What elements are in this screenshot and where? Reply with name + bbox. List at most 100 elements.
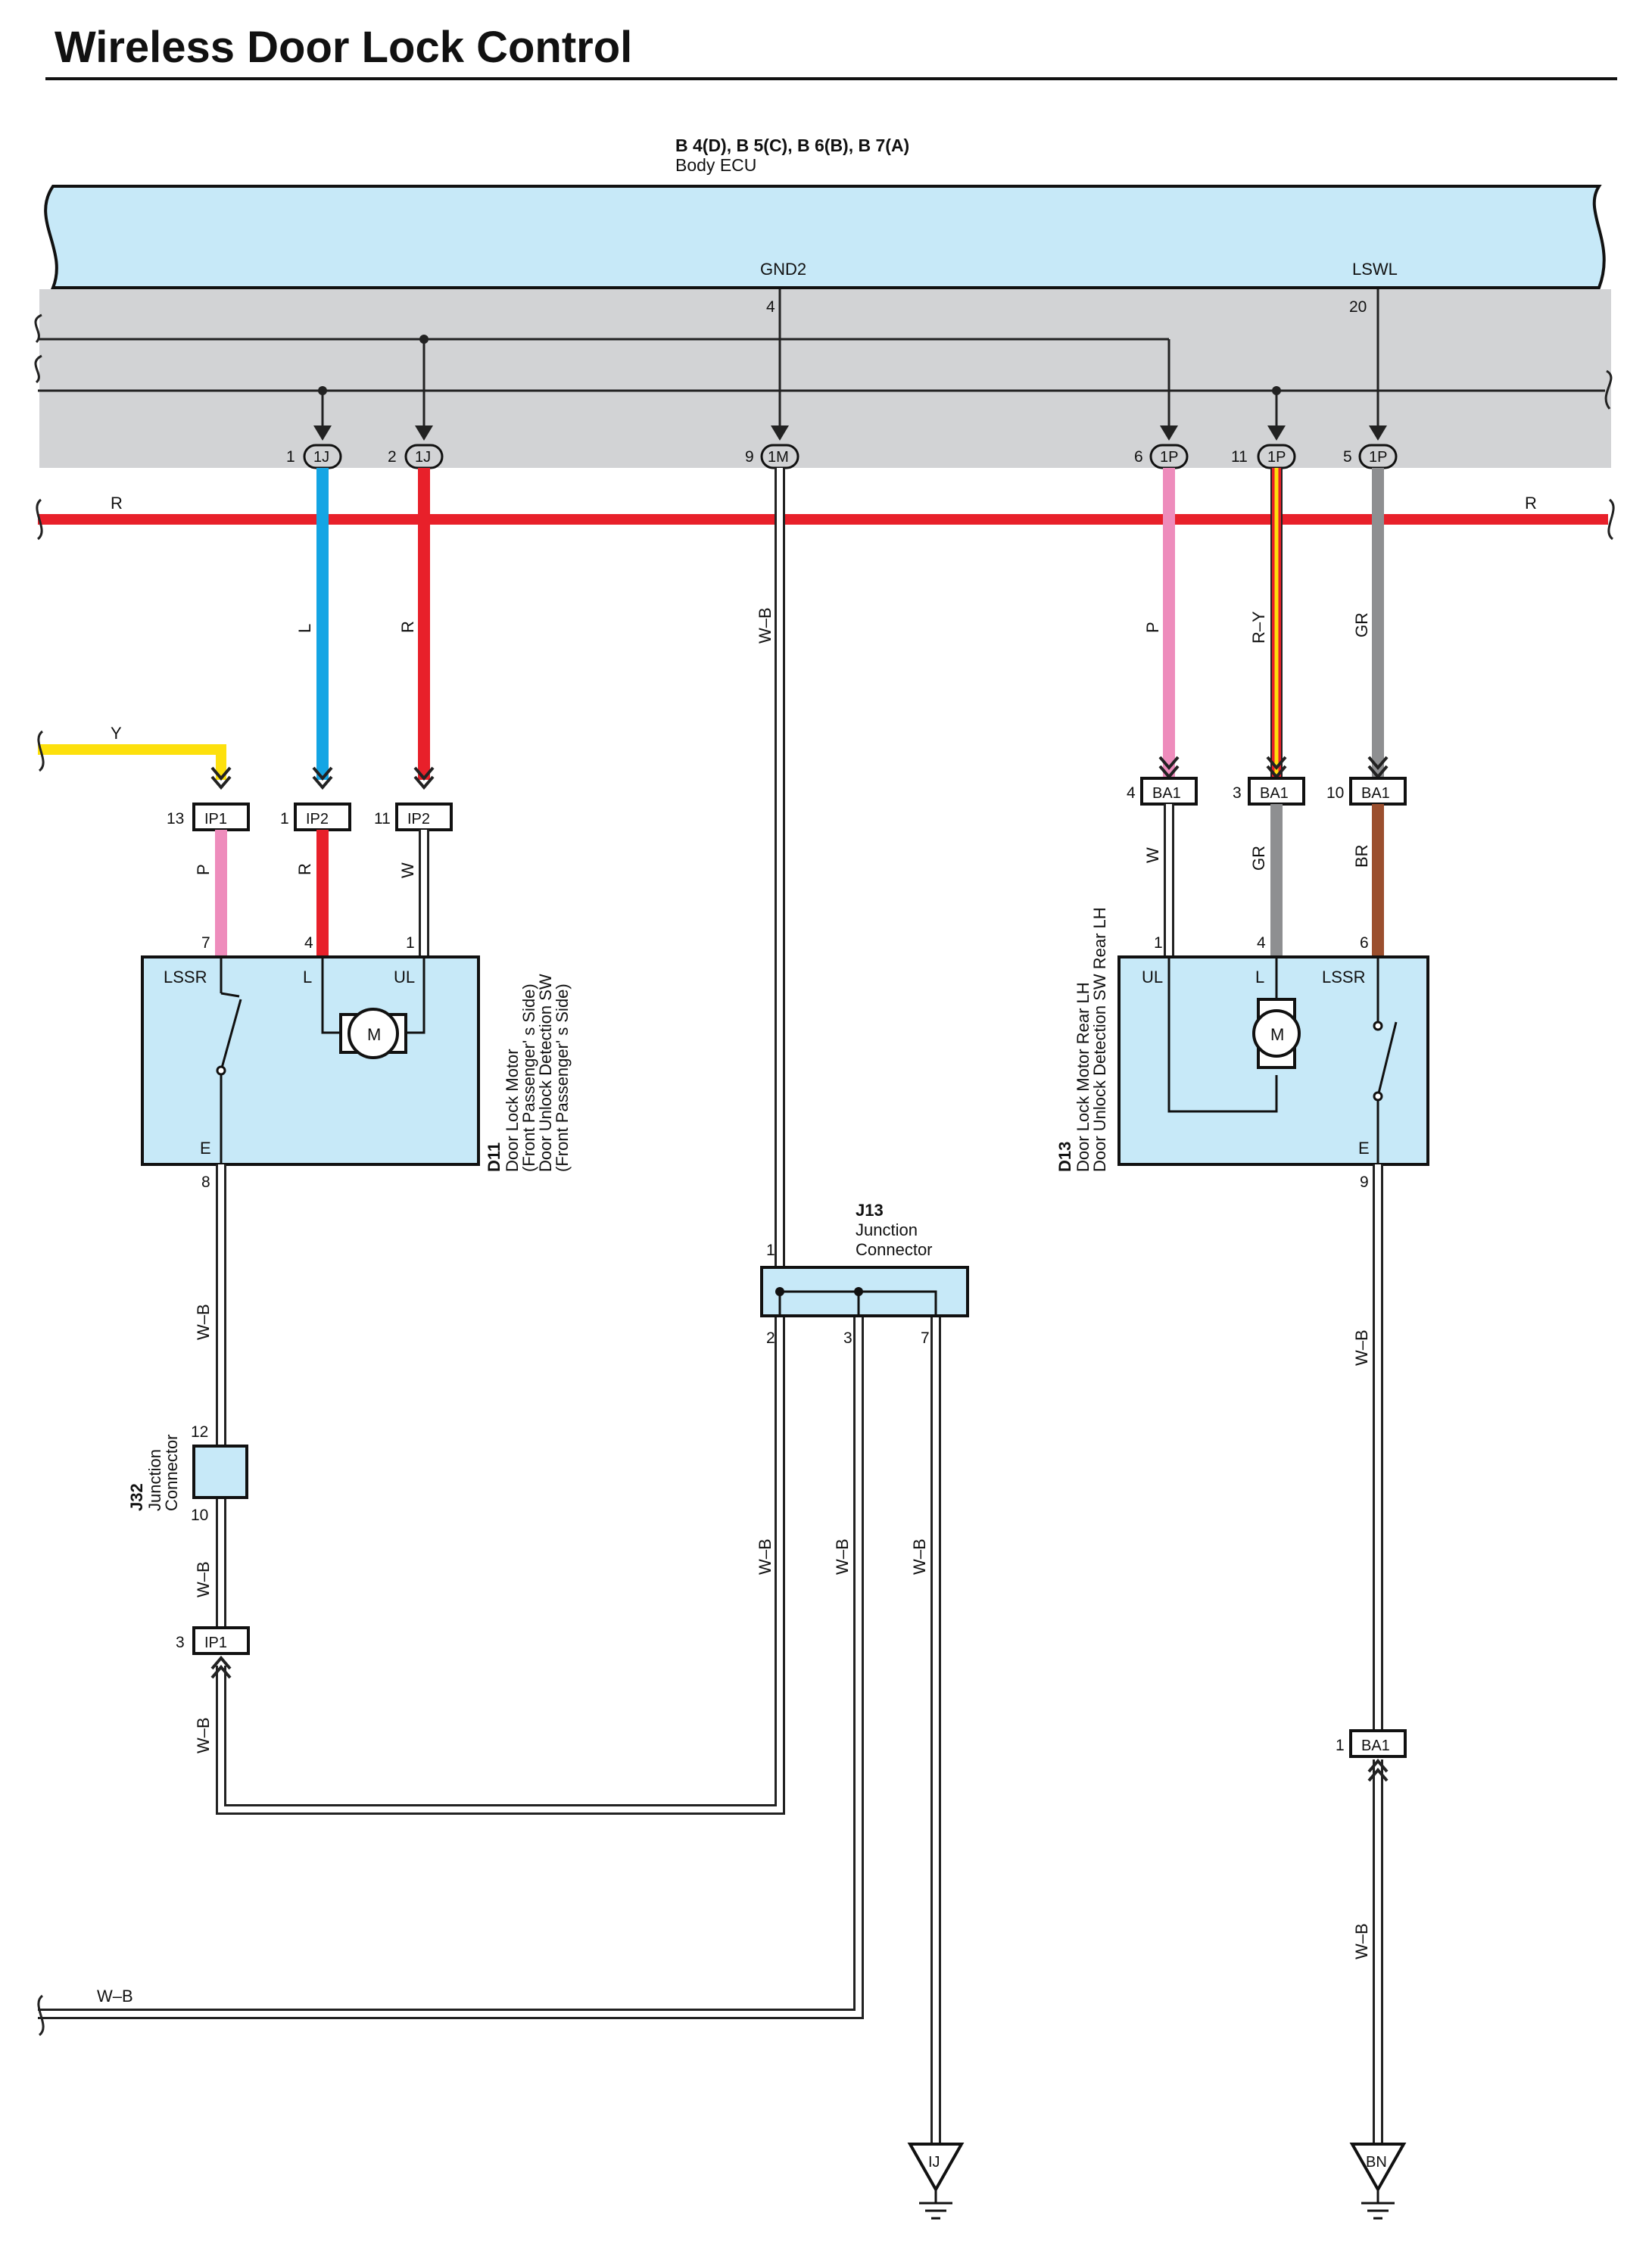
j13-component xyxy=(760,1266,969,1317)
wires-to-d11 xyxy=(215,830,429,957)
wire-label-GR: GR xyxy=(1352,612,1371,637)
d13-terminal-labels: UL L LSSR E 1 4 6 9 xyxy=(1142,934,1370,1191)
wire-label-WB-9: W–B xyxy=(97,1987,133,2006)
j13-labels: J13 Junction Connector 1 2 3 7 xyxy=(766,1201,933,1347)
inline-connector-labels-top: 13 IP1 1 IP2 11 IP2 4 BA1 3 BA1 10 BA1 xyxy=(167,784,1390,828)
d11-desc4: (Front Passenger' s Side) xyxy=(553,983,572,1172)
d13-p-l: 4 xyxy=(1257,934,1266,952)
ground-label-bn: BN xyxy=(1366,2154,1387,2171)
ic-pin-1-ba1: 1 xyxy=(1336,1737,1345,1754)
jb-pin-6: 6 xyxy=(1134,448,1143,466)
ic-pin-4: 4 xyxy=(1127,784,1136,802)
wire-label-WB-ecu: W–B xyxy=(756,607,775,644)
d11-t-lssr: LSSR xyxy=(164,968,207,986)
wire-label-W-d13: W xyxy=(1143,847,1162,863)
jb-pin-5: 5 xyxy=(1343,448,1352,466)
d13-motor-M: M xyxy=(1270,1025,1284,1044)
ic-code-BA1b: BA1 xyxy=(1260,785,1289,802)
d11-id: D11 xyxy=(485,1142,503,1172)
wire-label-WB-5: W–B xyxy=(833,1538,852,1575)
ic-code-IP2a: IP2 xyxy=(306,811,329,828)
jb-code-1: 1J xyxy=(313,449,329,466)
ecu-pin-gnd2: 4 xyxy=(766,298,775,316)
d13-t-l: L xyxy=(1255,968,1264,986)
jb-pin-11: 11 xyxy=(1231,448,1248,466)
ground-symbol-ij xyxy=(907,2143,965,2220)
wire-label-WB-6: W–B xyxy=(910,1538,929,1575)
internal-bus-lines xyxy=(34,289,1613,429)
j32-id: J32 xyxy=(127,1483,146,1511)
d11-p-e: 8 xyxy=(201,1173,210,1191)
jb-code-11: 1P xyxy=(1267,449,1286,466)
inline-connectors-bottom xyxy=(192,1626,1407,1782)
wire-label-Y: Y xyxy=(111,724,122,743)
wire-label-R: R xyxy=(398,621,417,633)
jb-connectors xyxy=(303,444,1398,469)
ic-pin-10: 10 xyxy=(1326,784,1344,802)
d11-p-lssr: 7 xyxy=(201,934,210,952)
jb-arrows xyxy=(313,425,1387,441)
d11-t-l: L xyxy=(303,968,312,986)
wire-label-P-d11: P xyxy=(194,864,213,875)
wire-label-WB-4: W–B xyxy=(756,1538,775,1575)
d11-desc2: (Front Passenger' s Side) xyxy=(519,983,538,1172)
d13-p-e: 9 xyxy=(1360,1173,1369,1191)
ic-code-IP2b: IP2 xyxy=(407,811,430,828)
d11-motor-M: M xyxy=(367,1025,381,1044)
wire-label-GR-d13: GR xyxy=(1249,846,1268,871)
ecu-name-label: Body ECU xyxy=(675,155,756,175)
jb-pin-2: 2 xyxy=(388,448,397,466)
ecu-term-lswl: LSWL xyxy=(1352,260,1398,279)
j32-p10: 10 xyxy=(191,1507,208,1524)
page-title: Wireless Door Lock Control xyxy=(55,23,632,72)
j13-desc2: Connector xyxy=(856,1240,933,1259)
d13-id: D13 xyxy=(1055,1142,1074,1172)
wire-label-R-d11: R xyxy=(295,863,314,875)
d11-t-ul: UL xyxy=(394,968,415,986)
j13-p3: 3 xyxy=(843,1329,852,1347)
junction-block-panel xyxy=(39,289,1611,468)
wires-to-d11-labels: P R W xyxy=(194,862,417,878)
d13-desc1: Door Lock Motor Rear LH xyxy=(1074,982,1093,1172)
wire-label-WB-1: W–B xyxy=(194,1304,213,1340)
wire-label-P: P xyxy=(1143,622,1162,633)
ecu-term-gnd2: GND2 xyxy=(760,260,806,279)
d11-p-l: 4 xyxy=(304,934,313,952)
d13-t-ul: UL xyxy=(1142,968,1163,986)
bus-junction-dots xyxy=(318,335,1281,395)
red-bus-label-left: R xyxy=(111,494,123,513)
ic-code-IP1: IP1 xyxy=(204,811,227,828)
j13-p2: 2 xyxy=(766,1329,775,1347)
j13-desc1: Junction xyxy=(856,1220,918,1239)
ecu-pin-lswl: 20 xyxy=(1349,298,1367,316)
wire-label-L: L xyxy=(295,624,314,633)
ic-pin-3-ip1: 3 xyxy=(176,1634,185,1651)
red-bus-wire xyxy=(36,498,1615,541)
d11-description: D11 Door Lock Motor (Front Passenger' s … xyxy=(485,974,572,1172)
j32-desc1: Junction xyxy=(145,1449,164,1511)
ic-code-BA1c: BA1 xyxy=(1361,785,1390,802)
wire-label-WB-8: W–B xyxy=(1352,1923,1371,1959)
top-wire-labels: L R W–B P R–Y GR xyxy=(295,607,1371,644)
ground-symbol-bn xyxy=(1349,2143,1407,2220)
yellow-wire xyxy=(37,730,226,780)
jb-pin-1: 1 xyxy=(286,448,295,466)
d11-terminal-labels: LSSR L UL E 7 4 1 8 xyxy=(164,934,415,1191)
wires-to-d13-labels: W GR BR xyxy=(1143,844,1371,871)
ic-pin-13: 13 xyxy=(167,810,184,828)
d11-desc3: Door Unlock Detection SW xyxy=(536,974,555,1172)
ic-pin-3: 3 xyxy=(1233,784,1242,802)
jb-code-2: 1J xyxy=(415,449,431,466)
wire-label-WB-3: W–B xyxy=(194,1717,213,1753)
d13-p-ul: 1 xyxy=(1154,934,1163,952)
jb-code-9: 1M xyxy=(768,449,789,466)
ic-code-IP1-b: IP1 xyxy=(204,1635,227,1651)
wires-to-d13 xyxy=(1164,804,1384,957)
red-bus-label-right: R xyxy=(1525,494,1537,513)
j32-box xyxy=(192,1445,248,1499)
d13-t-e: E xyxy=(1358,1139,1370,1158)
wb-ground-labels: W–B W–B W–B W–B W–B W–B W–B W–B W–B xyxy=(97,1304,1371,2006)
j32-labels: 12 10 J32 Junction Connector xyxy=(127,1423,208,1524)
inline-arrows-top xyxy=(210,756,1389,790)
